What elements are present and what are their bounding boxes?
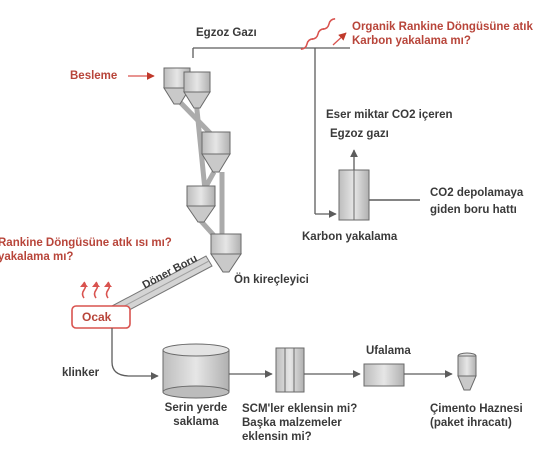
cool-storage-label: Serin yerde saklama — [146, 401, 246, 429]
cool-storage-line1: Serin yerde — [164, 402, 228, 414]
cement-silo-line2: (paket ihracatı) — [430, 417, 512, 429]
scm-label: SCM'ler eklensin mi? Başka malzemeler ek… — [242, 402, 357, 444]
grinding-label: Ufalama — [366, 345, 411, 357]
co2-pipeline-line2: giden boru hattı — [430, 204, 517, 216]
exhaust-gas-label: Egzoz Gazı — [196, 27, 257, 39]
feed-label: Besleme — [70, 70, 118, 82]
clinker-label: klinker — [62, 367, 100, 379]
orc-left-label: Rankine Döngüsüne atık ısı mı? yakalama … — [0, 236, 172, 264]
orc-left-line2: yakalama mı? — [0, 251, 74, 263]
heat-arrows-furnace — [80, 281, 112, 299]
clinker-line — [111, 328, 159, 380]
scm-line2: Başka malzemeler — [242, 417, 342, 429]
scm-line3: eklensin mi? — [242, 431, 312, 443]
trace-co2-label: Eser miktar CO2 içeren Egzoz gazı — [326, 108, 453, 141]
carbon-capture-unit — [338, 169, 370, 221]
exhaust-gas-line — [192, 47, 350, 218]
cool-storage-tank — [162, 343, 230, 399]
cool-storage-line2: saklama — [173, 416, 219, 428]
scm-mixing-unit — [275, 347, 305, 393]
cyclone-4 — [186, 185, 216, 223]
precalciner-label: Ön kireçleyici — [234, 274, 309, 286]
cement-silo-label: Çimento Haznesi (paket ihracatı) — [430, 402, 523, 430]
orc-top-line2: Karbon yakalama mı? — [352, 35, 471, 47]
cyclone-2 — [183, 71, 211, 109]
furnace-label: Ocak — [82, 310, 112, 324]
cyclone-3 — [201, 131, 231, 173]
orc-top-label: Organik Rankine Döngüsüne atık ısı mı? K… — [352, 20, 534, 48]
precalciner-vessel — [210, 233, 242, 273]
heat-arrows-top — [300, 18, 347, 50]
cement-silo — [457, 352, 477, 391]
co2-pipeline-line1: CO2 depolamaya — [430, 187, 524, 199]
orc-top-line1: Organik Rankine Döngüsüne atık ısı mı? — [352, 21, 534, 33]
preheater-cyclones — [163, 67, 242, 273]
trace-co2-line1: Eser miktar CO2 içeren — [326, 109, 453, 121]
cement-silo-line1: Çimento Haznesi — [430, 403, 523, 415]
orc-left-line1: Rankine Döngüsüne atık ısı mı? — [0, 237, 172, 249]
scm-line1: SCM'ler eklensin mi? — [242, 403, 358, 415]
trace-co2-line2: Egzoz gazı — [330, 128, 389, 140]
furnace-box — [71, 305, 131, 329]
grinding-mill — [363, 363, 405, 387]
co2-pipeline-label: CO2 depolamaya giden boru hattı — [430, 186, 523, 217]
carbon-capture-label: Karbon yakalama — [302, 231, 398, 243]
